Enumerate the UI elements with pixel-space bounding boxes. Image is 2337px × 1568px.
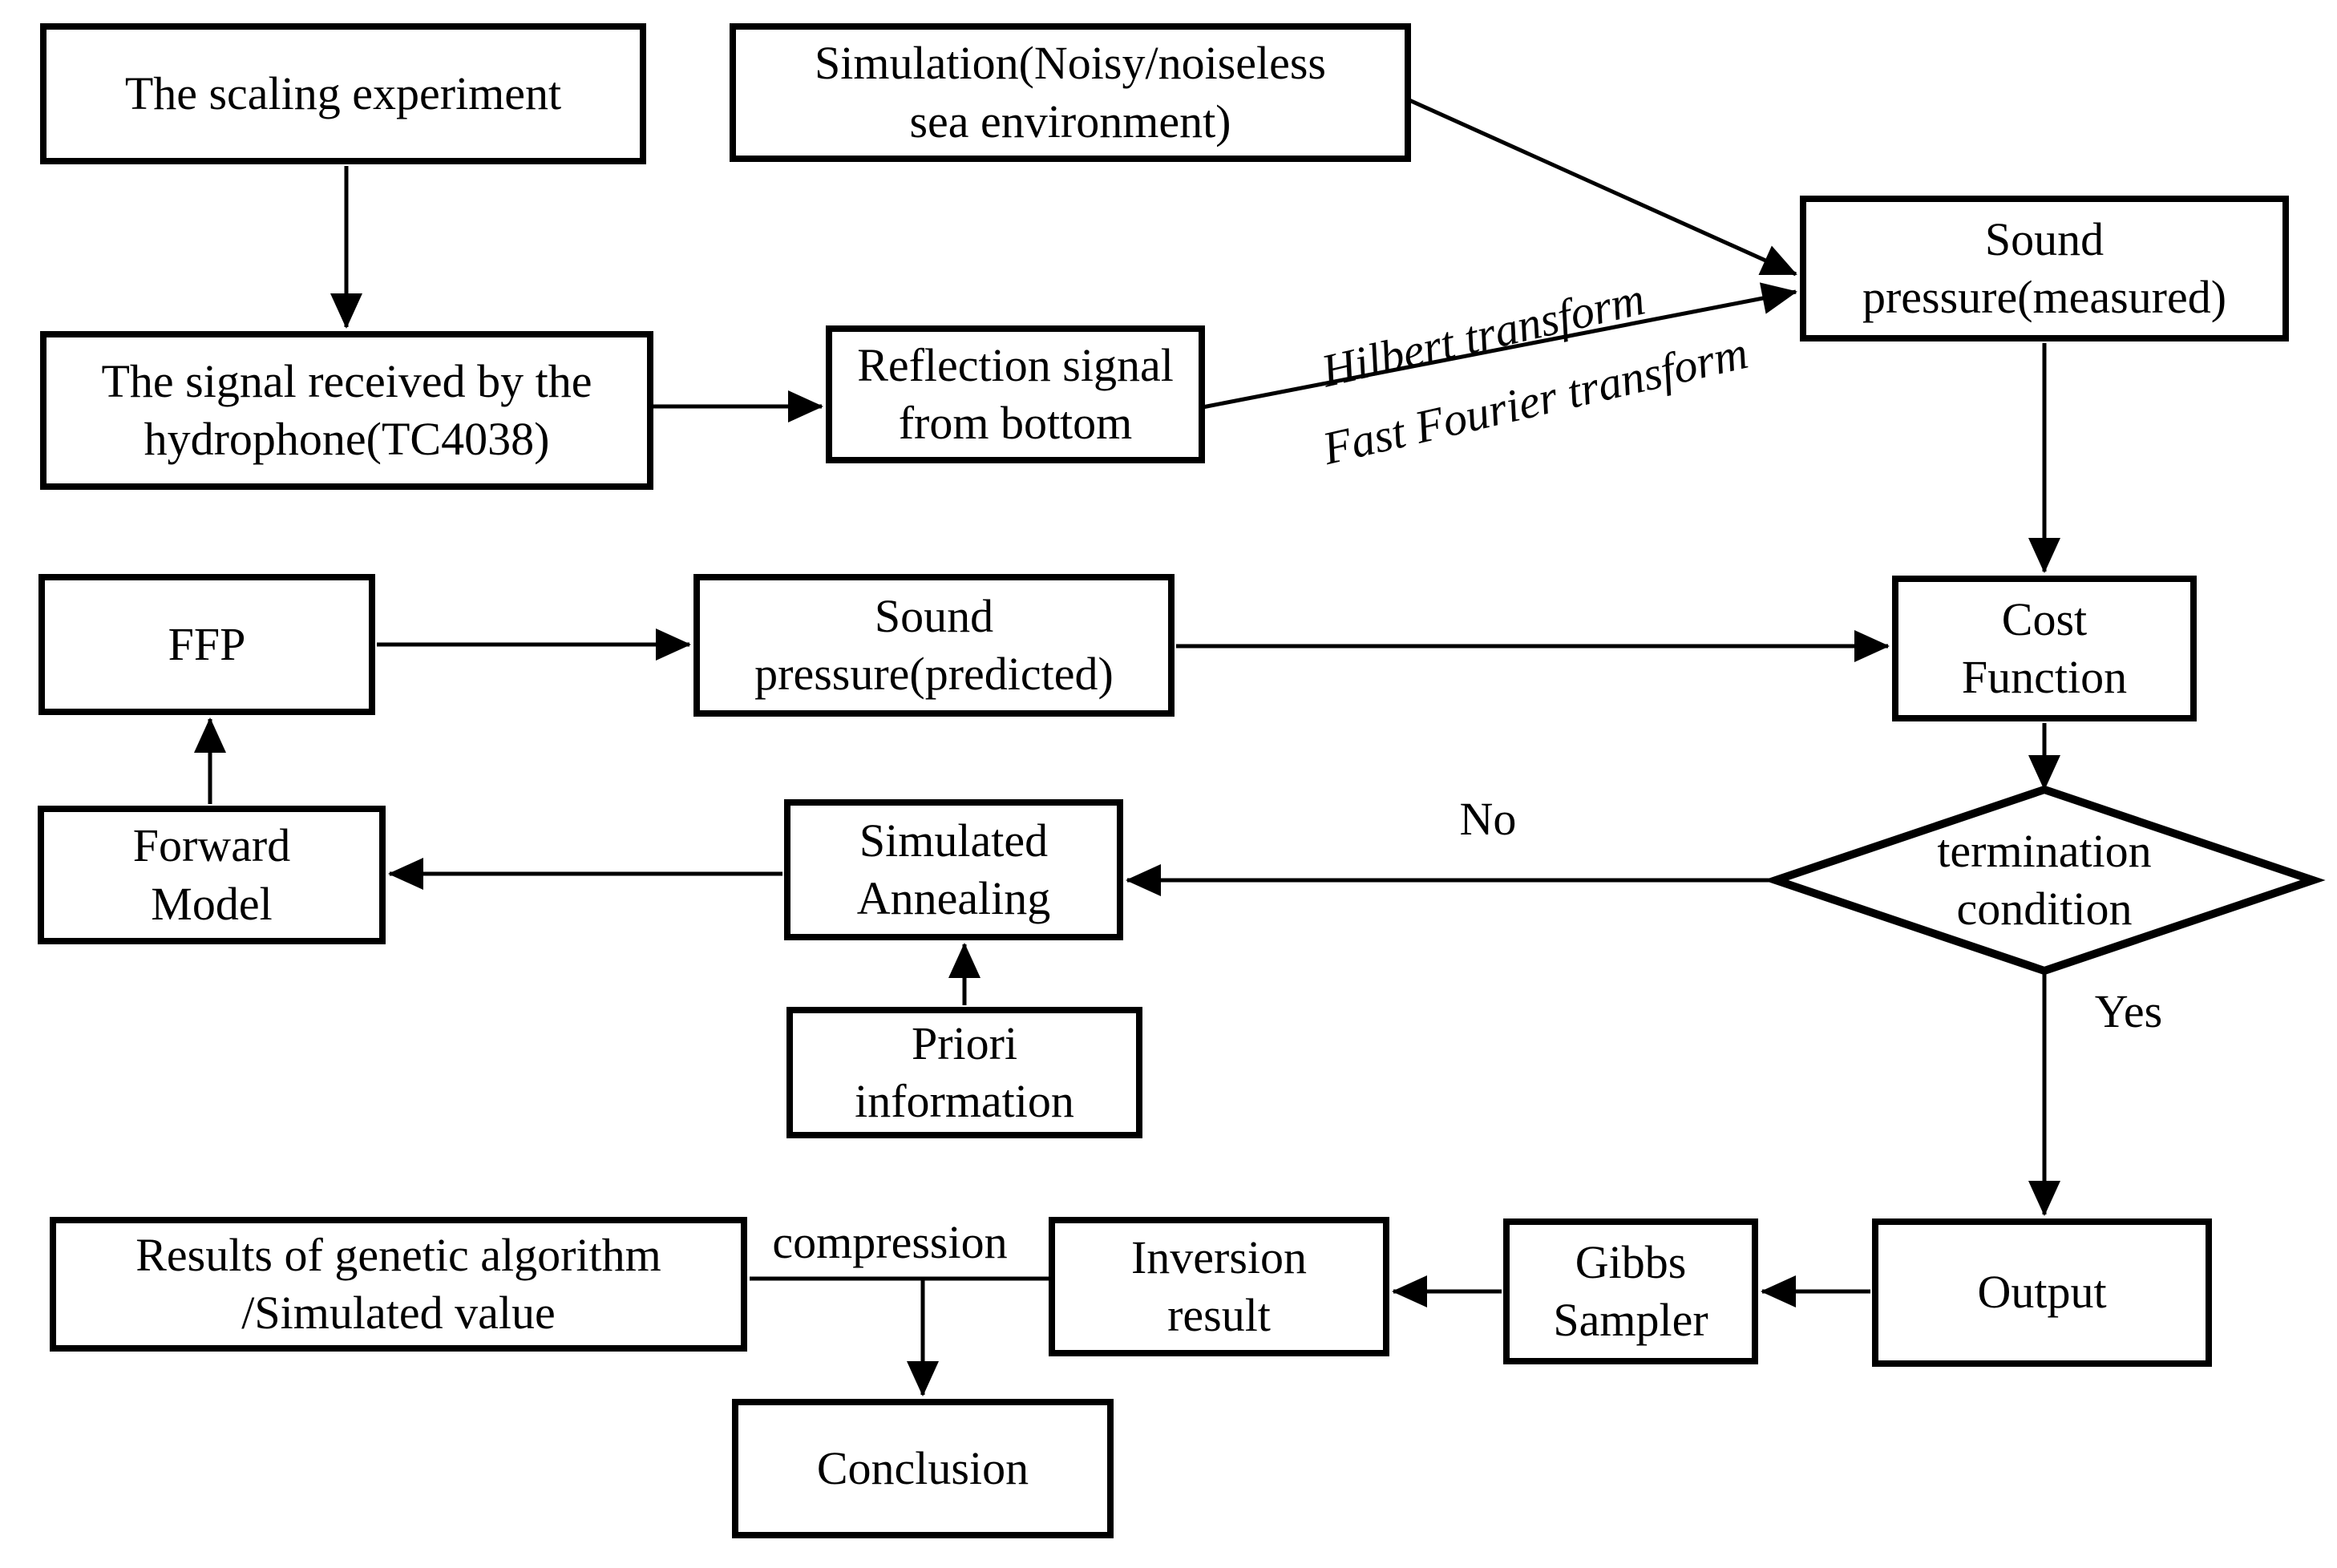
node-inversion-result: Inversion result [1049,1217,1389,1356]
node-termination-condition: termination condition [1937,824,2152,936]
edge-label-no: No [1459,793,1517,846]
node-cost-function: Cost Function [1892,576,2197,721]
node-sound-pressure-measured: Sound pressure(measured) [1800,196,2289,341]
node-priori-information: Priori information [786,1007,1142,1138]
node-ffp: FFP [38,574,375,715]
node-simulation: Simulation(Noisy/noiseless sea environme… [730,23,1411,162]
node-reflection-signal: Reflection signal from bottom [826,325,1205,463]
edge-label-compression: compression [772,1216,1008,1269]
edge-simulation-to-measured [1408,98,1797,277]
node-conclusion: Conclusion [732,1399,1114,1538]
node-simulated-annealing: Simulated Annealing [784,799,1123,940]
node-results-genetic-algorithm: Results of genetic algorithm /Simulated … [50,1217,747,1352]
termination-diamond-shape [1763,785,2326,976]
edge-label-yes: Yes [2094,985,2163,1038]
node-output: Output [1872,1218,2212,1367]
node-scaling-experiment: The scaling experiment [40,23,646,164]
edge-reflection-to-measured [1202,282,1797,410]
node-gibbs-sampler: Gibbs Sampler [1503,1218,1758,1364]
node-forward-model: Forward Model [38,806,386,944]
node-signal-received: The signal received by the hydrophone(TC… [40,331,653,490]
node-sound-pressure-predicted: Sound pressure(predicted) [693,574,1175,717]
